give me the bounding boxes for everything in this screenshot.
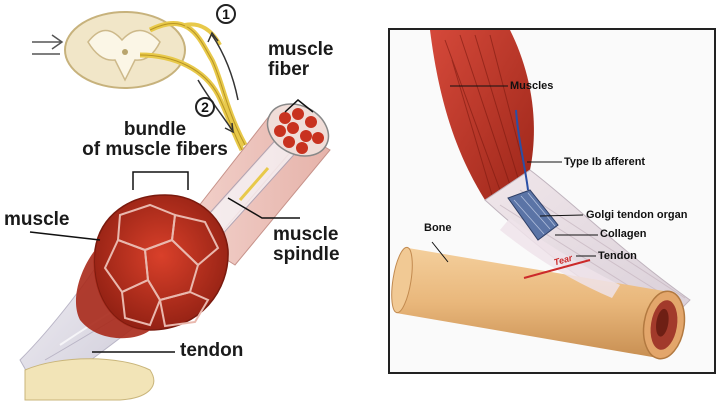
label-tendon: tendon (180, 340, 244, 361)
muscle-anatomy-artwork (19, 11, 331, 401)
label-bone: Bone (424, 222, 452, 234)
muscle-cross-section (75, 194, 229, 339)
label-type-ib-afferent: Type Ib afferent (564, 156, 646, 168)
pathway-2-marker: 2 (195, 97, 215, 117)
label-muscle-fiber: muscle fiber (268, 39, 334, 80)
label-tendon-right: Tendon (598, 250, 637, 262)
muscle-anatomy-illustration: 1 2 muscle fiber bundle of muscle fibers… (4, 4, 340, 401)
label-muscle: muscle (4, 209, 70, 230)
pathway-1-marker: 1 (216, 4, 236, 24)
spinal-cord-section (64, 11, 186, 89)
label-golgi-tendon-organ: Golgi tendon organ (586, 209, 688, 221)
label-collagen: Collagen (600, 228, 647, 240)
muscle-fiber-endcap (266, 103, 330, 157)
label-muscles: Muscles (510, 80, 554, 92)
golgi-tendon-organ-illustration: Muscles Type Ib afferent Golgi tendon or… (388, 28, 716, 374)
label-muscle-spindle: muscle spindle (273, 224, 340, 265)
label-bundle-of-muscle-fibers: bundle of muscle fibers (82, 119, 228, 160)
golgi-tendon-artwork (391, 30, 691, 360)
